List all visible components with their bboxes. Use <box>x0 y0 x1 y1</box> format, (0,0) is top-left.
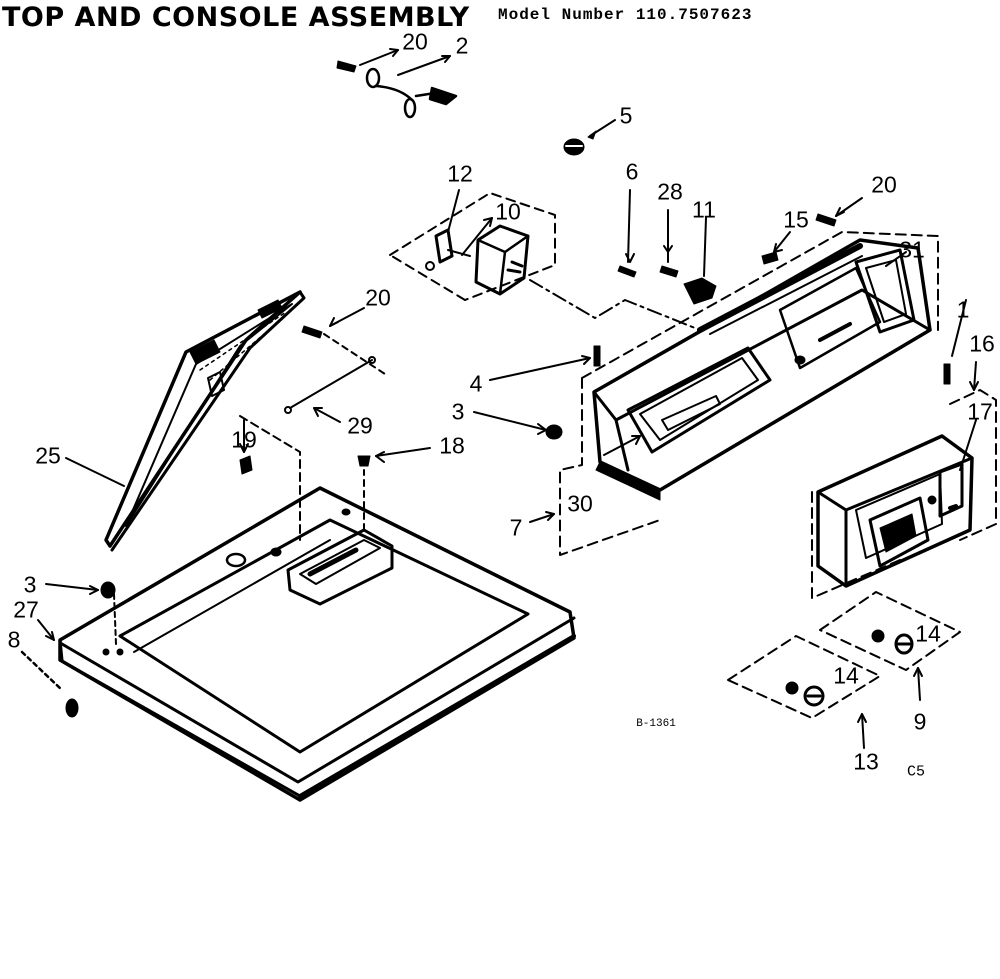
part-10-timer-group <box>389 189 701 331</box>
callout-28: 28 <box>657 178 683 205</box>
callout-3-console: 3 <box>451 398 465 425</box>
part-18-screw <box>357 447 431 467</box>
part-28-screw <box>659 209 679 278</box>
callout-3-left: 3 <box>23 571 37 598</box>
part-1-screw <box>943 299 967 385</box>
part-15-clip <box>761 231 791 265</box>
callout-31: 31 <box>899 236 925 263</box>
callout-7: 7 <box>509 514 523 541</box>
part-25-lid <box>65 290 306 552</box>
callout-20-top: 20 <box>402 28 428 55</box>
part-17-control-panel <box>811 389 997 599</box>
callout-14-left: 14 <box>833 662 859 689</box>
callout-25: 25 <box>35 442 61 469</box>
part-19-clip <box>239 419 253 475</box>
page-code: C5 <box>906 763 926 781</box>
model-number: Model Number 110.7507623 <box>498 6 753 24</box>
leaders-top <box>359 48 451 76</box>
callout-8: 8 <box>7 626 21 653</box>
figure-reference: B-1361 <box>636 718 676 730</box>
part-29-wire <box>284 307 389 423</box>
part-7-leader <box>529 511 555 523</box>
callout-6: 6 <box>625 158 639 185</box>
part-20-screw-console <box>815 197 863 227</box>
diagram-title: TOP AND CONSOLE ASSEMBLY <box>2 2 470 33</box>
part-16-leader <box>969 361 979 391</box>
callout-30: 30 <box>567 490 593 517</box>
callout-10: 10 <box>495 198 521 225</box>
part-3-nut-console <box>473 411 563 440</box>
callout-9: 9 <box>913 708 927 735</box>
callout-11: 11 <box>692 196 716 223</box>
callout-18: 18 <box>439 432 465 459</box>
part-2-harness <box>365 67 458 119</box>
part-4-screw <box>489 345 601 381</box>
callout-27: 27 <box>13 596 39 623</box>
callout-1: 1 <box>956 296 970 323</box>
callout-20-console: 20 <box>871 171 897 198</box>
callout-13: 13 <box>853 748 879 775</box>
callout-5: 5 <box>619 102 633 129</box>
part-14-knob-right <box>819 591 961 701</box>
callout-14-right: 14 <box>915 620 941 647</box>
part-14-knob-left <box>727 635 881 749</box>
part-8-fastener <box>20 650 79 718</box>
part-11-switch <box>683 217 717 305</box>
callout-4: 4 <box>469 370 483 397</box>
part-3-nut-top <box>45 581 117 645</box>
callout-15: 15 <box>783 206 809 233</box>
part-20-screw-top <box>336 60 357 73</box>
part-6-screw <box>617 189 637 278</box>
callout-19: 19 <box>231 426 257 453</box>
callout-12: 12 <box>447 160 473 187</box>
part-31-console-housing <box>559 231 939 556</box>
callout-16: 16 <box>969 330 995 357</box>
callout-2: 2 <box>455 32 469 59</box>
part-27-leader <box>37 619 55 641</box>
callout-17: 17 <box>967 398 993 425</box>
callout-20-wire: 20 <box>365 284 391 311</box>
callout-29: 29 <box>347 412 373 439</box>
main-top-panel <box>58 415 576 802</box>
part-5-nut <box>563 119 616 156</box>
